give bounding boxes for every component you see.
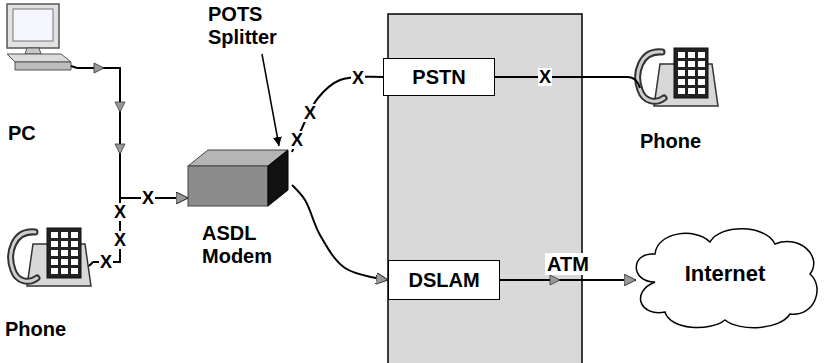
cloud-node: Internet (625, 222, 825, 332)
cable (71, 66, 77, 68)
key (698, 52, 705, 58)
x-mark: X (290, 131, 304, 149)
key (678, 52, 685, 58)
key (51, 241, 58, 247)
key (698, 70, 705, 76)
flow-triangle (94, 63, 104, 73)
x-mark: X (538, 68, 552, 86)
keypad (47, 228, 81, 278)
x-mark: X (303, 104, 317, 122)
wire (500, 279, 636, 281)
key (688, 79, 695, 85)
wire (292, 77, 383, 152)
key (71, 232, 78, 238)
key (698, 79, 705, 85)
wire (292, 185, 388, 280)
phone-node: Phone (5, 222, 93, 290)
modem-front (188, 166, 268, 206)
key (678, 61, 685, 67)
x-mark: X (141, 189, 155, 207)
callout-label: POTS Splitter (208, 3, 303, 49)
phone-illustration (628, 42, 720, 117)
handset (11, 232, 37, 281)
splitter-end (268, 150, 288, 206)
device-label: Phone (640, 130, 730, 153)
device-label: Phone (5, 318, 95, 341)
screen (13, 9, 53, 41)
key (678, 70, 685, 76)
key (678, 79, 685, 85)
cord (628, 77, 640, 88)
key (688, 52, 695, 58)
device-label: PC (8, 122, 68, 145)
handset-highlight (11, 232, 37, 281)
x-mark: X (99, 253, 113, 271)
key (688, 70, 695, 76)
key (61, 268, 68, 274)
edge-label: ATM (545, 253, 591, 275)
key (51, 250, 58, 256)
x-mark: X (113, 231, 127, 249)
key (71, 241, 78, 247)
x-mark: X (351, 69, 365, 87)
key (51, 259, 58, 265)
key (61, 241, 68, 247)
cord (89, 262, 93, 266)
key (688, 61, 695, 67)
keypad (674, 48, 708, 98)
key (51, 268, 58, 274)
wire (77, 68, 188, 198)
flow-triangle (115, 102, 125, 112)
leader-line (262, 54, 279, 146)
flow-triangle (550, 275, 560, 285)
box-label: DSLAM (408, 269, 479, 292)
handset-highlight (638, 52, 664, 101)
key (71, 259, 78, 265)
phone-node: Phone (628, 42, 720, 117)
key (51, 232, 58, 238)
key (698, 61, 705, 67)
cloud-outline (636, 229, 817, 328)
x-mark: X (113, 203, 127, 221)
key (698, 88, 705, 94)
modem-node: ASDL Modem (188, 140, 292, 212)
box-label: PSTN (412, 66, 465, 89)
key (71, 250, 78, 256)
flow-triangle (115, 144, 125, 154)
modem-illustration (188, 140, 292, 212)
network-box: PSTN (383, 58, 495, 96)
key (61, 259, 68, 265)
key (61, 232, 68, 238)
key (688, 88, 695, 94)
monitor (7, 4, 59, 48)
key (61, 250, 68, 256)
device-label: ASDL Modem (202, 222, 292, 268)
stand (25, 48, 41, 54)
wire (495, 76, 628, 78)
handset (638, 52, 664, 101)
pc-node: PC (5, 2, 77, 82)
key (678, 88, 685, 94)
device-label: Internet (685, 262, 766, 285)
network-box: DSLAM (388, 260, 500, 300)
pc-illustration (5, 2, 77, 82)
base-top (7, 54, 71, 62)
phone-illustration (5, 222, 93, 290)
base-front (15, 62, 71, 70)
key (71, 268, 78, 274)
